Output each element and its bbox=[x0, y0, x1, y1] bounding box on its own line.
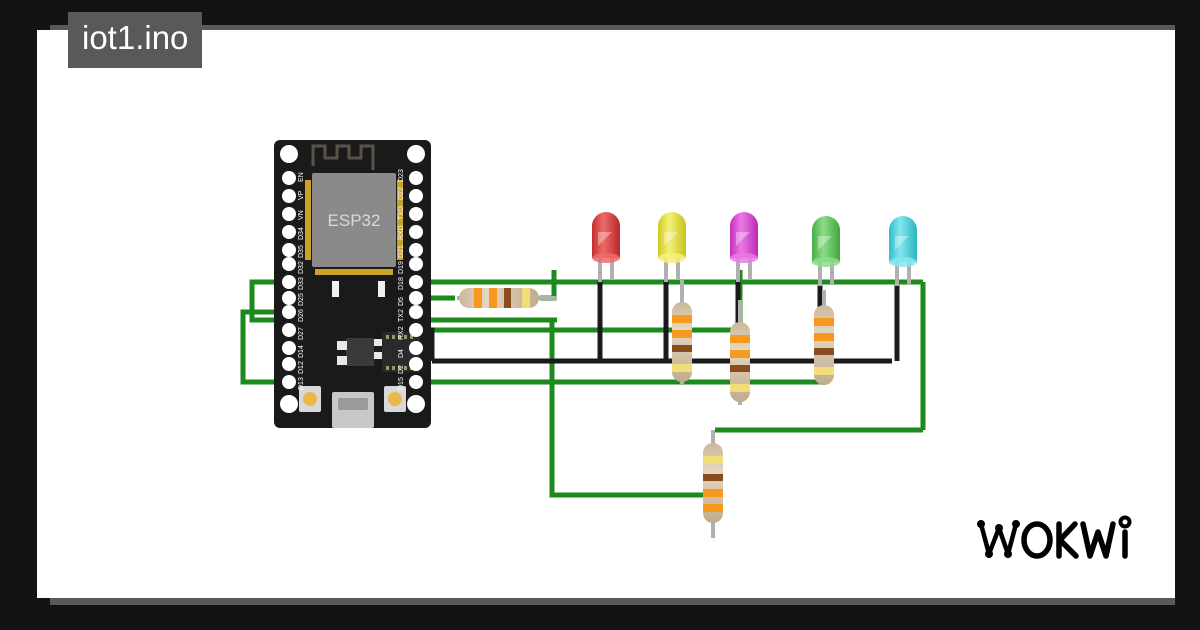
led-yellow[interactable] bbox=[658, 212, 686, 263]
led-red[interactable] bbox=[592, 212, 620, 263]
pin-label: D32 bbox=[298, 261, 305, 274]
pin-label: D19 bbox=[398, 261, 405, 274]
resistor-vertical-2[interactable] bbox=[730, 322, 750, 402]
pin-label: TX2 bbox=[398, 309, 405, 322]
pin-label: D22 bbox=[398, 187, 405, 200]
pin-label: D26 bbox=[298, 309, 305, 322]
led-cyan[interactable] bbox=[889, 216, 917, 267]
pin-label: D2 bbox=[398, 365, 405, 374]
file-tab-label: iot1.ino bbox=[82, 19, 189, 56]
pin-label: D15 bbox=[398, 377, 405, 390]
pin-label: EN bbox=[298, 172, 305, 182]
resistor-vertical-1[interactable] bbox=[672, 302, 692, 382]
led-magenta[interactable] bbox=[730, 212, 758, 263]
pin-label: D12 bbox=[298, 361, 305, 374]
pin-label: D34 bbox=[298, 227, 305, 240]
esp32-board[interactable]: ESP32 bbox=[274, 140, 431, 428]
board-chip-label: ESP32 bbox=[328, 211, 381, 230]
board-left-header[interactable]: EN VP VN D34 D35 D32 D33 D25 D26 D27 D14… bbox=[282, 171, 305, 390]
file-tab-iot1-ino[interactable]: iot1.ino bbox=[68, 12, 203, 68]
resistor-vertical-4[interactable] bbox=[703, 443, 723, 523]
pin-label: D13 bbox=[298, 377, 305, 390]
editor-diagram-panel: int pin[] = {12,14,27,26,25}; void setup… bbox=[37, 30, 1175, 598]
pin-label: RXD bbox=[398, 225, 405, 240]
pin-label: D21 bbox=[398, 245, 405, 258]
pin-label: RX2 bbox=[398, 326, 405, 340]
circuit-diagram[interactable]: ESP32 bbox=[37, 30, 1175, 598]
wokwi-logo bbox=[977, 515, 1132, 559]
board-right-header[interactable]: D23 D22 TXD RXD D21 D19 D18 D5 TX2 RX2 D… bbox=[398, 169, 423, 390]
pin-label: D5 bbox=[398, 297, 405, 306]
resistor-vertical-3[interactable] bbox=[814, 305, 834, 385]
pin-label: D14 bbox=[298, 345, 305, 358]
pin-label: TXD bbox=[398, 206, 405, 220]
pin-label: D33 bbox=[298, 277, 305, 290]
pin-label: D35 bbox=[298, 245, 305, 258]
pin-label: D23 bbox=[398, 169, 405, 182]
pin-label: D27 bbox=[298, 327, 305, 340]
pin-label: D18 bbox=[398, 277, 405, 290]
pin-label: VP bbox=[298, 190, 305, 200]
pin-label: D4 bbox=[398, 349, 405, 358]
wire-final bbox=[37, 30, 1175, 598]
resistor-horizontal[interactable] bbox=[459, 288, 539, 308]
pin-label: VN bbox=[298, 210, 305, 220]
led-green[interactable] bbox=[812, 216, 840, 267]
pin-label: D25 bbox=[298, 293, 305, 306]
